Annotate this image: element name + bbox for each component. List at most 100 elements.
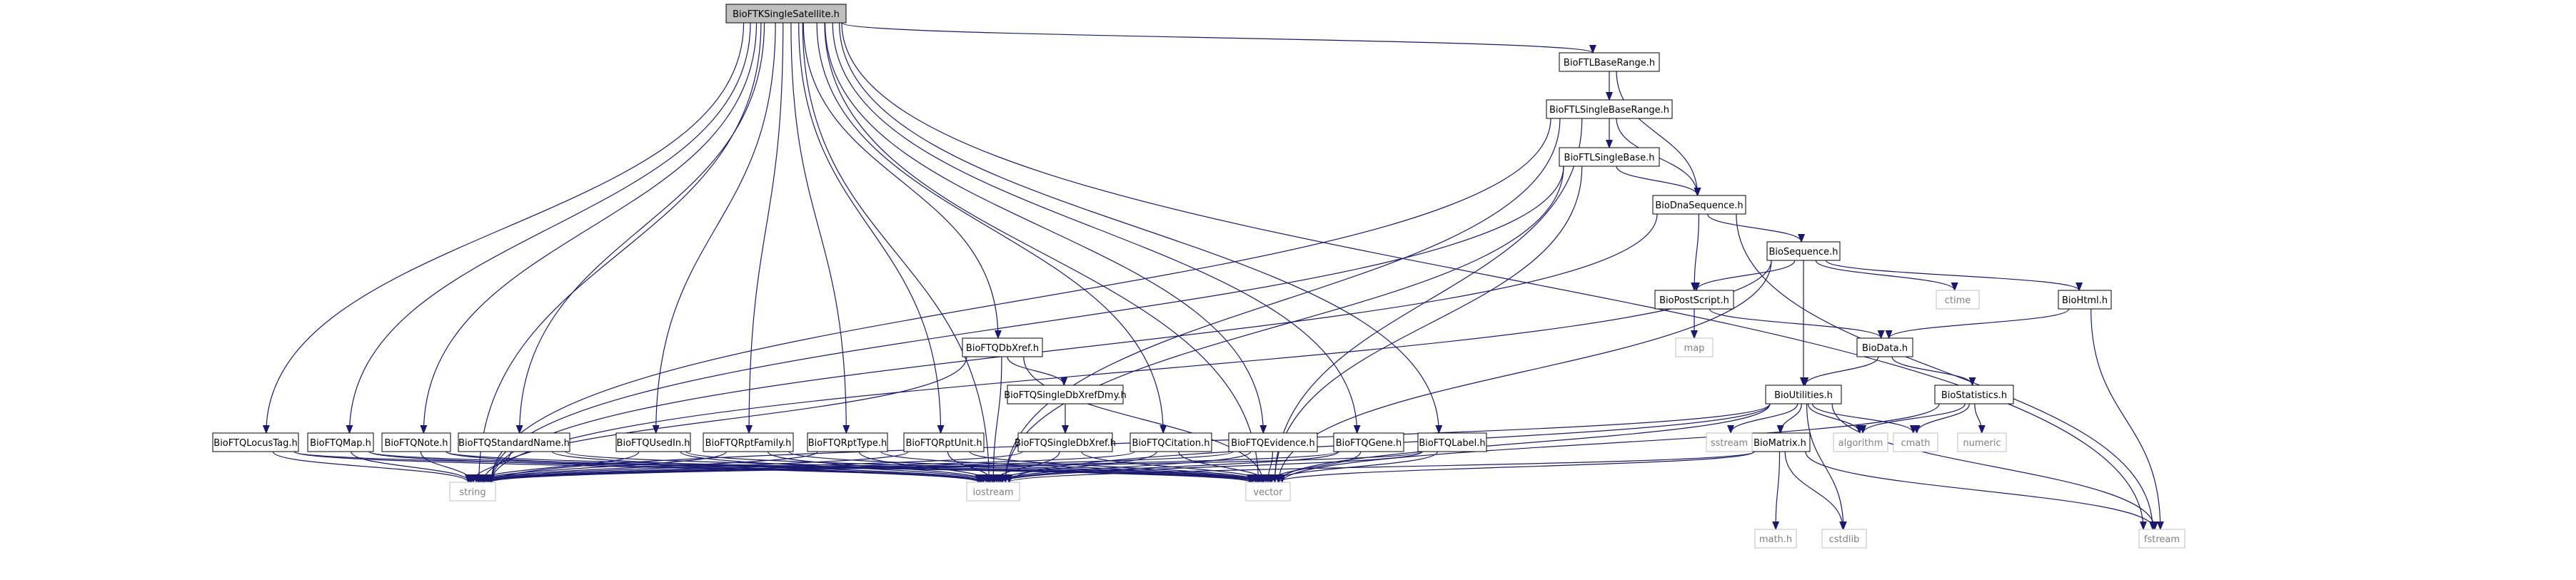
edge-qnote-to-iostream [446, 451, 982, 483]
node-string[interactable]: string [449, 482, 496, 502]
edge-utilities-to-fstream [1831, 403, 2155, 529]
node-qsdbxref[interactable]: BioFTQSingleDbXref.h [1015, 432, 1116, 452]
node-cstdlib[interactable]: cstdlib [1821, 529, 1867, 549]
node-label-html: BioHtml.h [2062, 295, 2108, 306]
edge-qrptunit-to-vector [969, 451, 1262, 483]
node-qcitation[interactable]: BioFTQCitation.h [1129, 432, 1212, 452]
node-dnaseq[interactable]: BioDnaSequence.h [1652, 195, 1746, 215]
node-qusedin[interactable]: BioFTQUsedIn.h [615, 432, 691, 452]
edge-qmap-to-string [351, 451, 471, 483]
node-qlabel[interactable]: BioFTQLabel.h [1417, 432, 1487, 452]
edge-qevidence-to-vector [1268, 451, 1274, 482]
edge-qstdname-to-iostream [552, 451, 984, 483]
node-qlocustag[interactable]: BioFTQLocusTag.h [212, 432, 299, 452]
node-root[interactable]: BioFTKSingleSatellite.h [725, 4, 847, 24]
node-map[interactable]: map [1675, 337, 1714, 357]
node-box-string [449, 482, 496, 502]
edge-qevidence-to-string [488, 451, 1234, 483]
node-label-string: string [459, 487, 485, 498]
node-box-iostream [966, 482, 1020, 502]
node-box-qnote [381, 432, 451, 452]
node-box-vector [1245, 482, 1291, 502]
node-qrptfamily[interactable]: BioFTQRptFamily.h [703, 432, 794, 452]
node-statistics[interactable]: BioStatistics.h [1934, 385, 2014, 405]
node-box-utilities [1765, 385, 1842, 405]
edge-matrix-to-cstdlib [1784, 451, 1843, 529]
node-matrix[interactable]: BioMatrix.h [1749, 432, 1811, 452]
node-label-algorithm: algorithm [1838, 438, 1883, 449]
edge-matrix-to-vector [1278, 451, 1755, 483]
edge-sequence-to-html [1825, 260, 2080, 291]
node-numeric[interactable]: numeric [1957, 432, 2007, 452]
edge-lsinglebase-to-string [491, 166, 1564, 482]
node-box-lsinglebaserange [1546, 99, 1673, 119]
node-label-utilities: BioUtilities.h [1774, 390, 1833, 401]
edge-qrpttype-to-vector [880, 451, 1259, 483]
node-box-lbaserange [1559, 52, 1660, 72]
edge-root-to-qmap [349, 22, 751, 433]
node-box-statistics [1934, 385, 2014, 405]
node-utilities[interactable]: BioUtilities.h [1765, 385, 1842, 405]
edge-root-to-string [479, 22, 762, 482]
node-qsdbxrefdmy[interactable]: BioFTQSingleDbXrefDmy.h [1004, 385, 1127, 405]
node-lsinglebase[interactable]: BioFTLSingleBase.h [1559, 147, 1660, 167]
edge-qlabel-to-string [491, 451, 1423, 483]
node-box-sstream [1706, 432, 1753, 452]
node-sequence[interactable]: BioSequence.h [1766, 241, 1841, 261]
node-box-qgene [1333, 432, 1404, 452]
edge-root-to-qevidence [824, 22, 1264, 433]
node-label-mathh: math.h [1759, 534, 1792, 545]
node-vector[interactable]: vector [1245, 482, 1291, 502]
node-fstream[interactable]: fstream [2138, 529, 2185, 549]
edge-utilities-to-algorithm [1807, 403, 1859, 434]
edge-qusedin-to-string [476, 451, 640, 483]
node-qrpttype[interactable]: BioFTQRptType.h [807, 432, 888, 452]
node-box-qusedin [615, 432, 691, 452]
edge-utilities-to-cmath [1811, 403, 1913, 434]
node-qnote[interactable]: BioFTQNote.h [381, 432, 451, 452]
node-box-cmath [1893, 432, 1938, 452]
node-lsinglebaserange[interactable]: BioFTLSingleBaseRange.h [1546, 99, 1673, 119]
node-box-qsdbxrefdmy [1007, 385, 1124, 405]
edge-dnaseq-to-postscript [1694, 213, 1700, 290]
node-label-qevidence: BioFTQEvidence.h [1231, 438, 1314, 449]
node-qstdname[interactable]: BioFTQStandardName.h [458, 432, 570, 452]
node-label-qrpttype: BioFTQRptType.h [808, 438, 887, 449]
node-label-qlocustag: BioFTQLocusTag.h [213, 438, 297, 449]
edge-root-to-qrpttype [790, 22, 846, 433]
edge-postscript-to-data [1709, 308, 1881, 339]
edge-qgene-to-vector [1270, 451, 1362, 483]
node-mathh[interactable]: math.h [1754, 529, 1797, 549]
node-label-lsinglebase: BioFTLSingleBase.h [1564, 153, 1655, 163]
edge-sequence-to-ctime [1815, 260, 1954, 291]
node-box-cstdlib [1821, 529, 1867, 549]
node-qgene[interactable]: BioFTQGene.h [1333, 432, 1404, 452]
node-label-sstream: sstream [1711, 438, 1748, 449]
node-label-sequence: BioSequence.h [1769, 247, 1838, 258]
node-sstream[interactable]: sstream [1706, 432, 1753, 452]
node-box-qdbxref [962, 337, 1043, 357]
node-data[interactable]: BioData.h [1856, 337, 1913, 357]
node-label-numeric: numeric [1963, 438, 2001, 449]
edge-qrpttype-to-string [481, 451, 818, 483]
edge-dnaseq-to-sequence [1707, 213, 1801, 243]
node-label-fstream: fstream [2144, 534, 2180, 545]
node-postscript[interactable]: BioPostScript.h [1654, 290, 1734, 310]
node-box-root [725, 4, 847, 24]
node-html[interactable]: BioHtml.h [2058, 290, 2112, 310]
edge-root-to-qrptfamily [749, 22, 784, 433]
node-qmap[interactable]: BioFTQMap.h [307, 432, 374, 452]
node-label-cmath: cmath [1901, 438, 1930, 449]
node-cmath[interactable]: cmath [1893, 432, 1938, 452]
edge-qnote-to-string [420, 451, 471, 483]
node-iostream[interactable]: iostream [966, 482, 1020, 502]
node-qevidence[interactable]: BioFTQEvidence.h [1228, 432, 1318, 452]
node-qrptunit[interactable]: BioFTQRptUnit.h [903, 432, 985, 452]
node-lbaserange[interactable]: BioFTLBaseRange.h [1559, 52, 1660, 72]
node-label-qusedin: BioFTQUsedIn.h [617, 438, 690, 449]
node-qdbxref[interactable]: BioFTQDbXref.h [962, 337, 1043, 357]
edge-lsinglebase-to-dnaseq [1616, 166, 1697, 196]
node-algorithm[interactable]: algorithm [1833, 432, 1888, 452]
node-box-dnaseq [1652, 195, 1746, 215]
node-ctime[interactable]: ctime [1936, 290, 1980, 310]
